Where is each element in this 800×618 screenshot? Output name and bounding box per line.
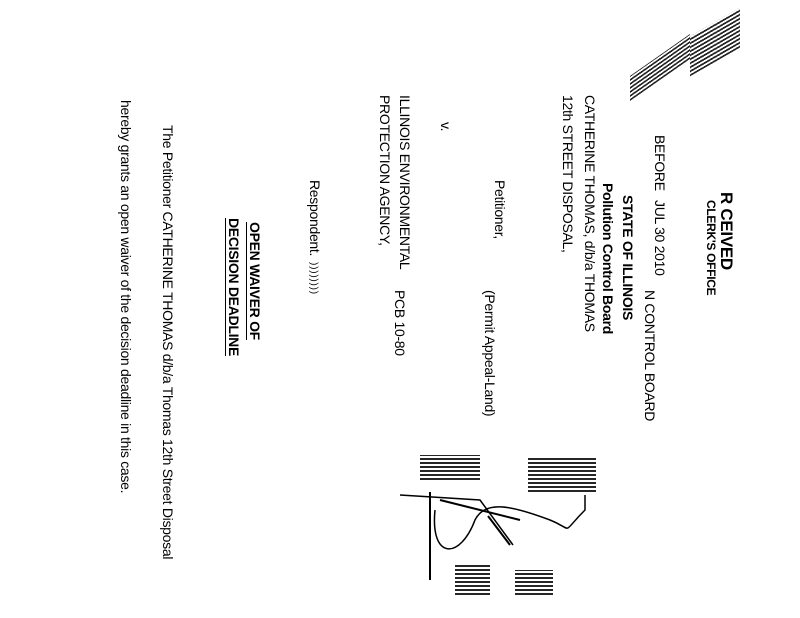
respondent-name-line1: ILLINOIS ENVIRONMENTAL (397, 95, 413, 270)
illegible-text (528, 456, 596, 492)
title-line2: DECISION DEADLINE (226, 218, 242, 357)
body-line1: The Petitioner CATHERINE THOMAS d/b/a Th… (160, 125, 176, 560)
case-type: (Permit Appeal-Land) (482, 290, 498, 417)
board-name-tail: N CONTROL BOARD (642, 290, 658, 422)
illegible-text (420, 455, 480, 480)
body-line2: hereby grants an open waiver of the deci… (118, 100, 134, 494)
before-label: BEFORE (652, 135, 668, 191)
clerks-office-stamp: CLERK'S OFFICE (704, 200, 718, 296)
petitioner-name: CATHERINE THOMAS, d/b/a THOMAS (582, 95, 598, 332)
petitioner-business: 12th STREET DISPOSAL, (560, 95, 576, 253)
illegible-text (455, 565, 490, 595)
stamp-state: STATE OF ILLINOIS (620, 195, 636, 321)
stamp-date: JUL 30 2010 (652, 200, 668, 276)
received-stamp: R CEIVED (717, 192, 736, 270)
caption-bracket: ) ) ) ) ) ) ) ) (308, 262, 319, 294)
case-number: PCB 10-80 (392, 290, 408, 356)
respondent-name-line2: PROTECTION AGENCY, (377, 95, 393, 246)
petitioner-label: Petitioner, (492, 180, 508, 239)
illegible-text (515, 570, 553, 595)
stamp-board: Pollution Control Board (600, 183, 616, 334)
versus: v. (438, 122, 454, 132)
title-line1: OPEN WAIVER OF (247, 222, 263, 340)
respondent-label: Respondent. (307, 180, 323, 257)
